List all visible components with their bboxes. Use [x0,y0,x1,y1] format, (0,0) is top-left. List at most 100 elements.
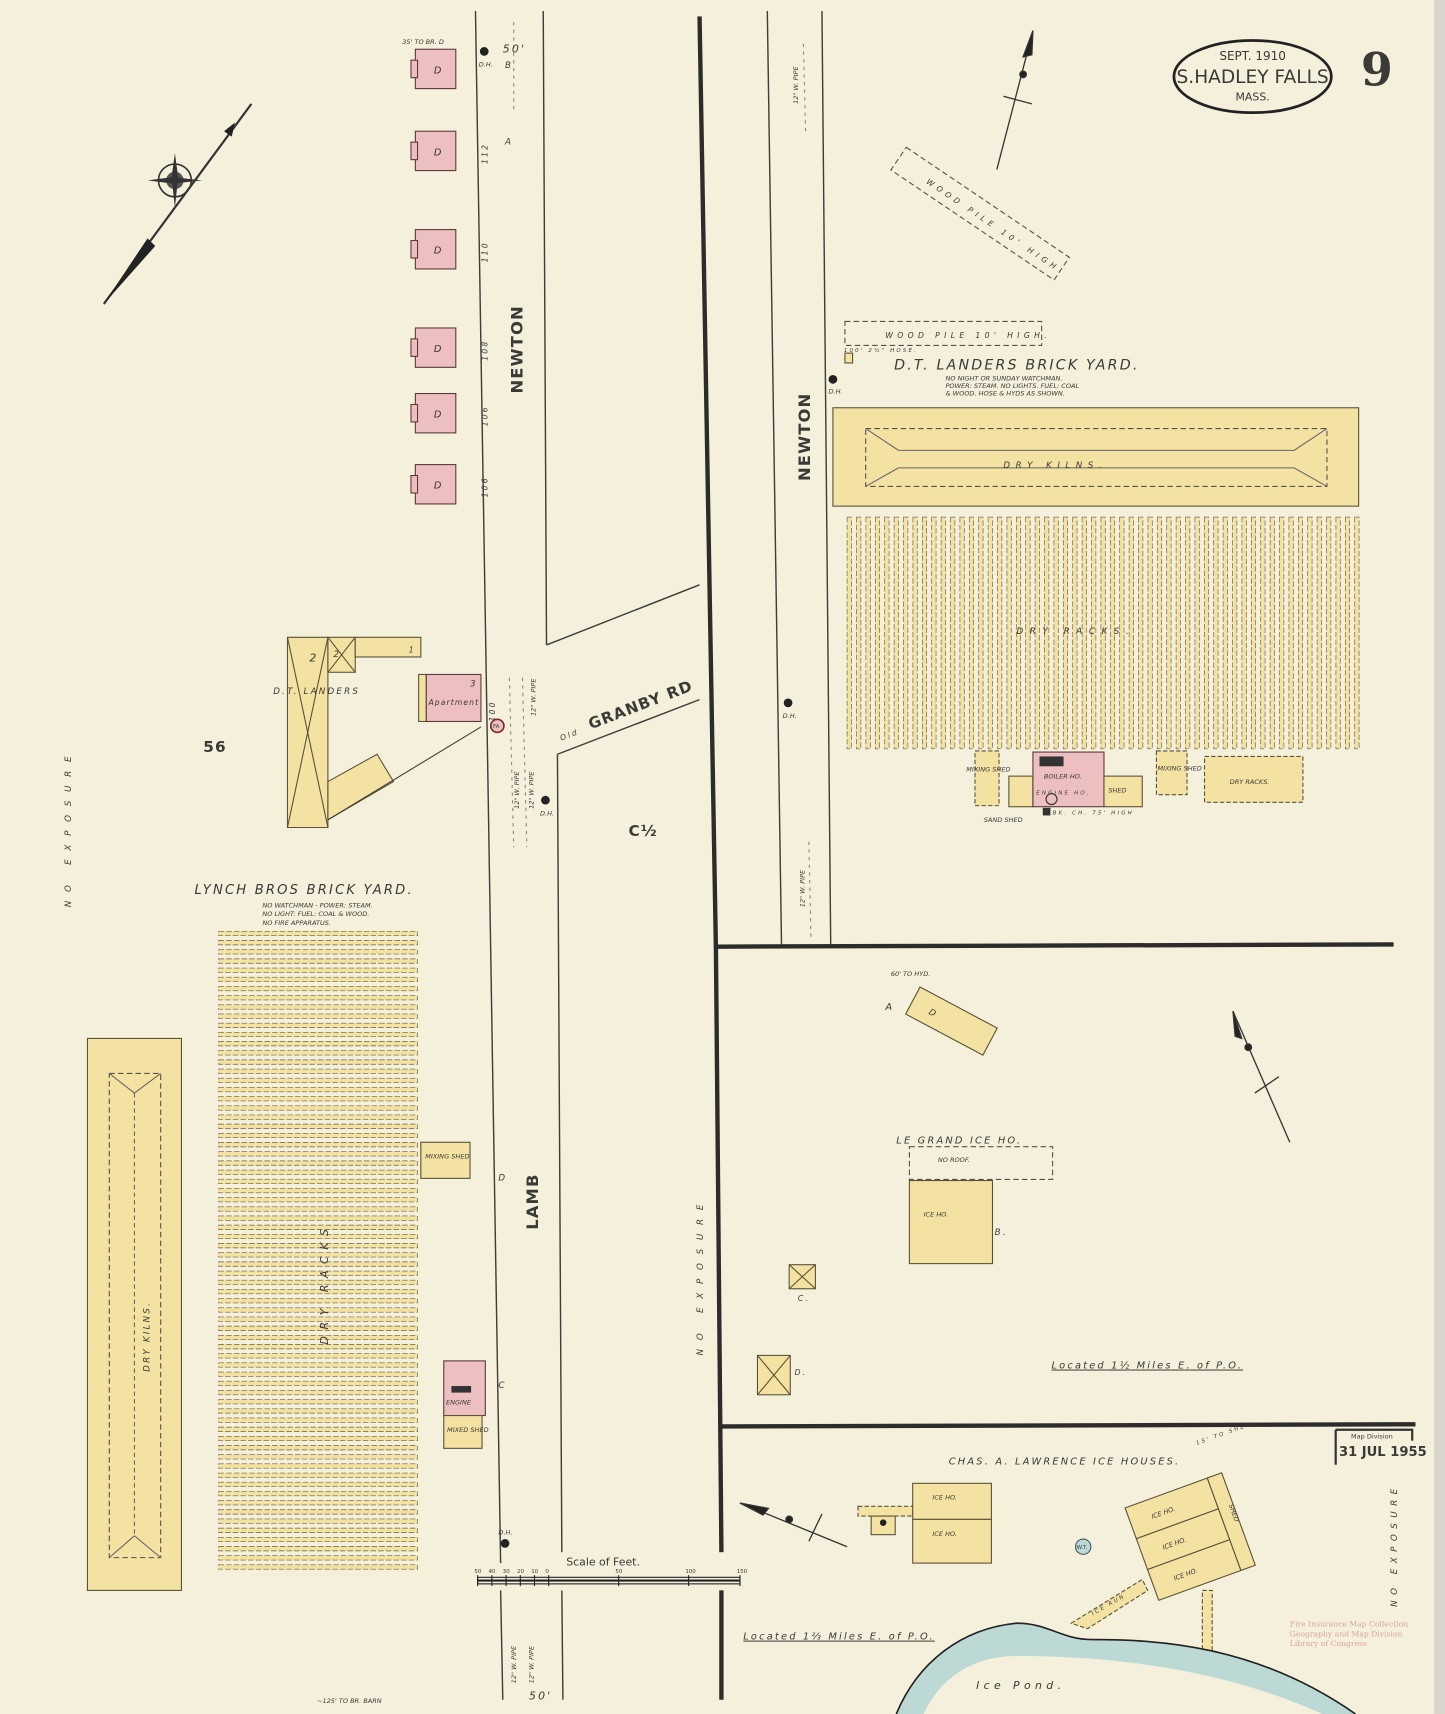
dry-rack [1044,516,1050,750]
dry-rack [997,516,1003,750]
dry-rack [218,1270,418,1276]
dwelling-label: D [927,1007,940,1020]
dry-rack [874,516,881,750]
lawrence-ice-house-group: ICE HO. ICE HO. ICE HO. SHED [1124,1472,1257,1602]
water-tank-label: W.T. [1077,1545,1088,1551]
hydrant-label: D.H. [829,388,843,396]
dry-rack [218,1500,418,1506]
dry-rack [218,1169,418,1175]
watermark-line: Library of Congress [1290,1639,1367,1648]
dry-rack [218,1380,418,1386]
dry-rack [218,1142,418,1148]
exposure-label-left: NO EXPOSURE [64,748,74,908]
mixing-shed-label: MIXING SHED [1158,765,1202,773]
lynch-mixing-shed: MIXING SHED [420,1141,471,1179]
dry-rack [1109,516,1116,750]
dry-rack [1062,516,1069,750]
dry-rack [1119,516,1125,750]
dry-rack [218,1215,418,1221]
dry-rack [1316,516,1322,750]
dry-rack [218,1160,418,1166]
mixing-shed-label: MIXING SHED [966,766,1010,774]
dry-rack [218,1151,418,1157]
dry-rack [218,1096,418,1102]
watermark-line: Fire Insurance Map Collection [1290,1620,1408,1629]
dry-rack [218,1518,418,1524]
ice-house-label: ICE HO. [932,1494,957,1502]
dry-rack [218,1132,418,1139]
stamp-date: 31 JUL 1955 [1339,1445,1427,1460]
water-tank-icon [1075,1538,1092,1555]
ice-chute [857,1505,914,1517]
street-label-newton: NEWTON [507,305,526,393]
dry-rack [218,1123,418,1129]
dry-rack [218,1564,418,1570]
hose-house-icon [844,352,854,364]
dry-rack [1015,516,1022,750]
lot-letter: C [498,1381,506,1391]
wood-pile-label: WOOD PILE 10' HIGH. [885,331,1051,340]
dry-rack [218,1298,418,1304]
dry-rack [218,930,418,937]
dry-rack [1354,516,1360,750]
lot-letter: B. [995,1228,1008,1238]
dry-rack [218,1041,418,1047]
landers-note: NO NIGHT OR SUNDAY WATCHMAN. [945,374,1062,382]
dry-rack [218,1408,418,1414]
hydrant-icon [479,47,489,56]
engine-label: ENGINE HO. [1036,791,1090,797]
hose-label: 100' 2½" HOSE. [844,347,918,354]
dry-rack [893,516,899,750]
pipe-label: 12" W. PIPE [798,869,806,907]
no-roof-label: NO ROOF. [938,1156,970,1164]
dry-rack [1175,516,1181,750]
dry-rack [218,1224,418,1230]
ice-pond-interior [923,1656,1323,1714]
lynch-note: NO WATCHMAN - POWER: STEAM. [262,901,372,909]
block-number-c-half: C½ [628,822,657,840]
dry-rack [931,516,937,750]
apartment-building: Apartment 3 [418,673,482,723]
lawrence-title: CHAS. A. LAWRENCE ICE HOUSES. [949,1457,1181,1468]
dry-rack [218,1527,418,1533]
dwelling: D [410,327,457,368]
dry-rack [218,1334,418,1341]
dry-rack [1091,516,1097,750]
dry-rack [218,1353,418,1359]
dry-rack [218,1013,418,1019]
dry-rack [218,1325,418,1331]
dry-rack [218,949,418,955]
dry-rack [1344,516,1351,750]
lamb-east-line [556,754,563,1553]
dry-rack [1250,516,1257,750]
legrand-location: Located 1½ Miles E. of P.O. [1052,1360,1244,1372]
dry-rack [1269,516,1275,750]
north-arrow-icon [1232,1010,1291,1143]
lawrence-location: Located 1⅔ Miles E. of P.O. [743,1632,935,1643]
dry-rack [1213,516,1219,750]
small-shed-d [756,1354,791,1396]
legrand-ice-house [908,1179,994,1265]
shed-label: SHED [1108,787,1126,795]
scale-tick-label: 10 [531,1569,538,1575]
landers-outbuildings: MIXING SHED BOILER HO. ENGINE HO. SHED B… [966,750,1304,824]
scale-tick-label: 30 [503,1569,510,1575]
ice-run [1069,1578,1149,1630]
dwelling: D [410,464,457,505]
compass-rose-icon [102,103,253,305]
dry-rack [218,1481,418,1487]
section-boundary [697,16,719,952]
exposure-label-center: NO EXPOSURE [696,1196,706,1356]
landers-note: & WOOD. HOSE & HYDS AS SHOWN. [945,390,1064,398]
house-number: 106 [480,405,489,426]
dry-rack [218,1068,418,1074]
dry-rack [1072,516,1078,750]
north-arrow-icon [996,30,1034,170]
dry-rack [218,1004,418,1010]
legrand-dwelling: D [904,986,998,1056]
dry-rack [218,1114,418,1120]
sheet-number: 9 [1361,42,1393,96]
dry-rack [218,1316,418,1322]
dry-rack [218,1445,418,1451]
